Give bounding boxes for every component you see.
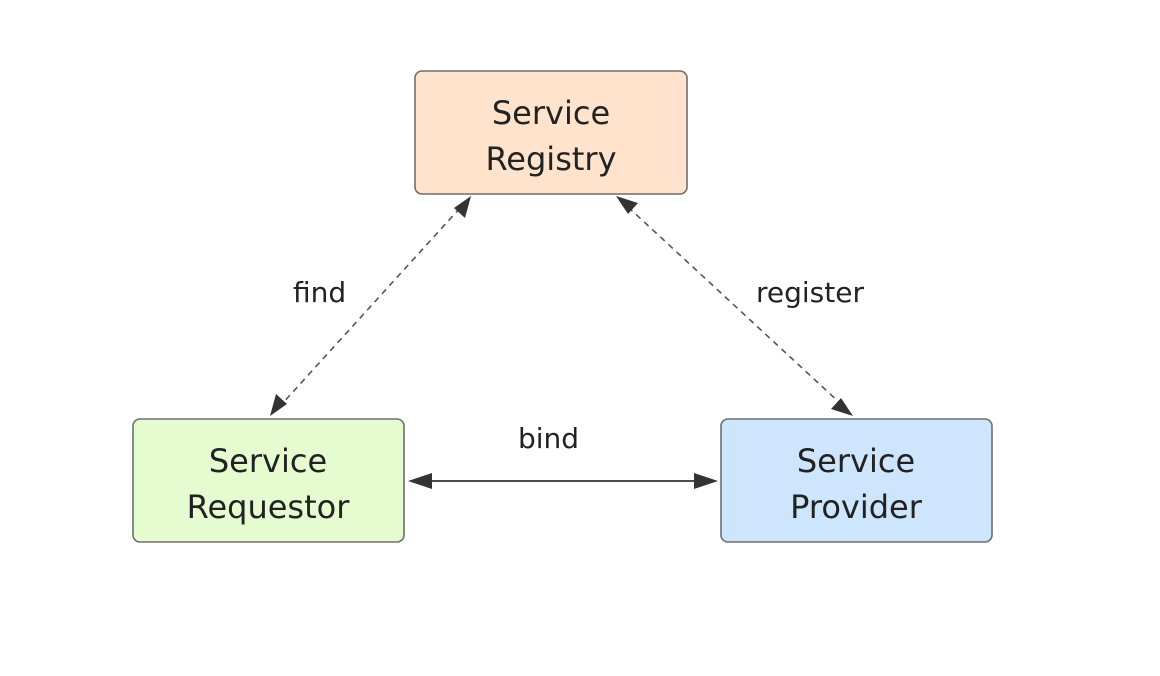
node-service-requestor-box [132, 418, 405, 543]
node-service-registry-line2: Registry [486, 140, 617, 178]
edge-register [616, 196, 853, 416]
node-service-registry-box [414, 70, 688, 195]
node-service-provider: Service Provider [720, 418, 993, 543]
node-service-registry-line1: Service [492, 94, 610, 132]
edge-find-arrowhead-top [454, 196, 471, 218]
edge-find-arrowhead-bottom [270, 394, 287, 416]
node-service-provider-box [720, 418, 993, 543]
node-service-requestor-line1: Service [209, 442, 327, 480]
edge-bind [408, 473, 718, 489]
node-service-requestor: Service Requestor [132, 418, 405, 543]
node-service-provider-line1: Service [797, 442, 915, 480]
node-service-registry: Service Registry [414, 70, 688, 195]
edge-register-line [627, 206, 842, 405]
edge-find [270, 196, 471, 416]
node-service-provider-line2: Provider [790, 488, 923, 526]
edge-find-line [280, 207, 461, 406]
edge-bind-arrowhead-left [408, 473, 432, 489]
edge-label-register: register [756, 276, 864, 309]
node-service-requestor-line2: Requestor [187, 488, 351, 526]
edge-bind-arrowhead-right [694, 473, 718, 489]
edge-register-arrowhead-bottom [831, 398, 853, 416]
edge-label-find: find [293, 276, 346, 309]
edge-register-arrowhead-top [616, 196, 638, 214]
edge-label-bind: bind [518, 422, 579, 455]
